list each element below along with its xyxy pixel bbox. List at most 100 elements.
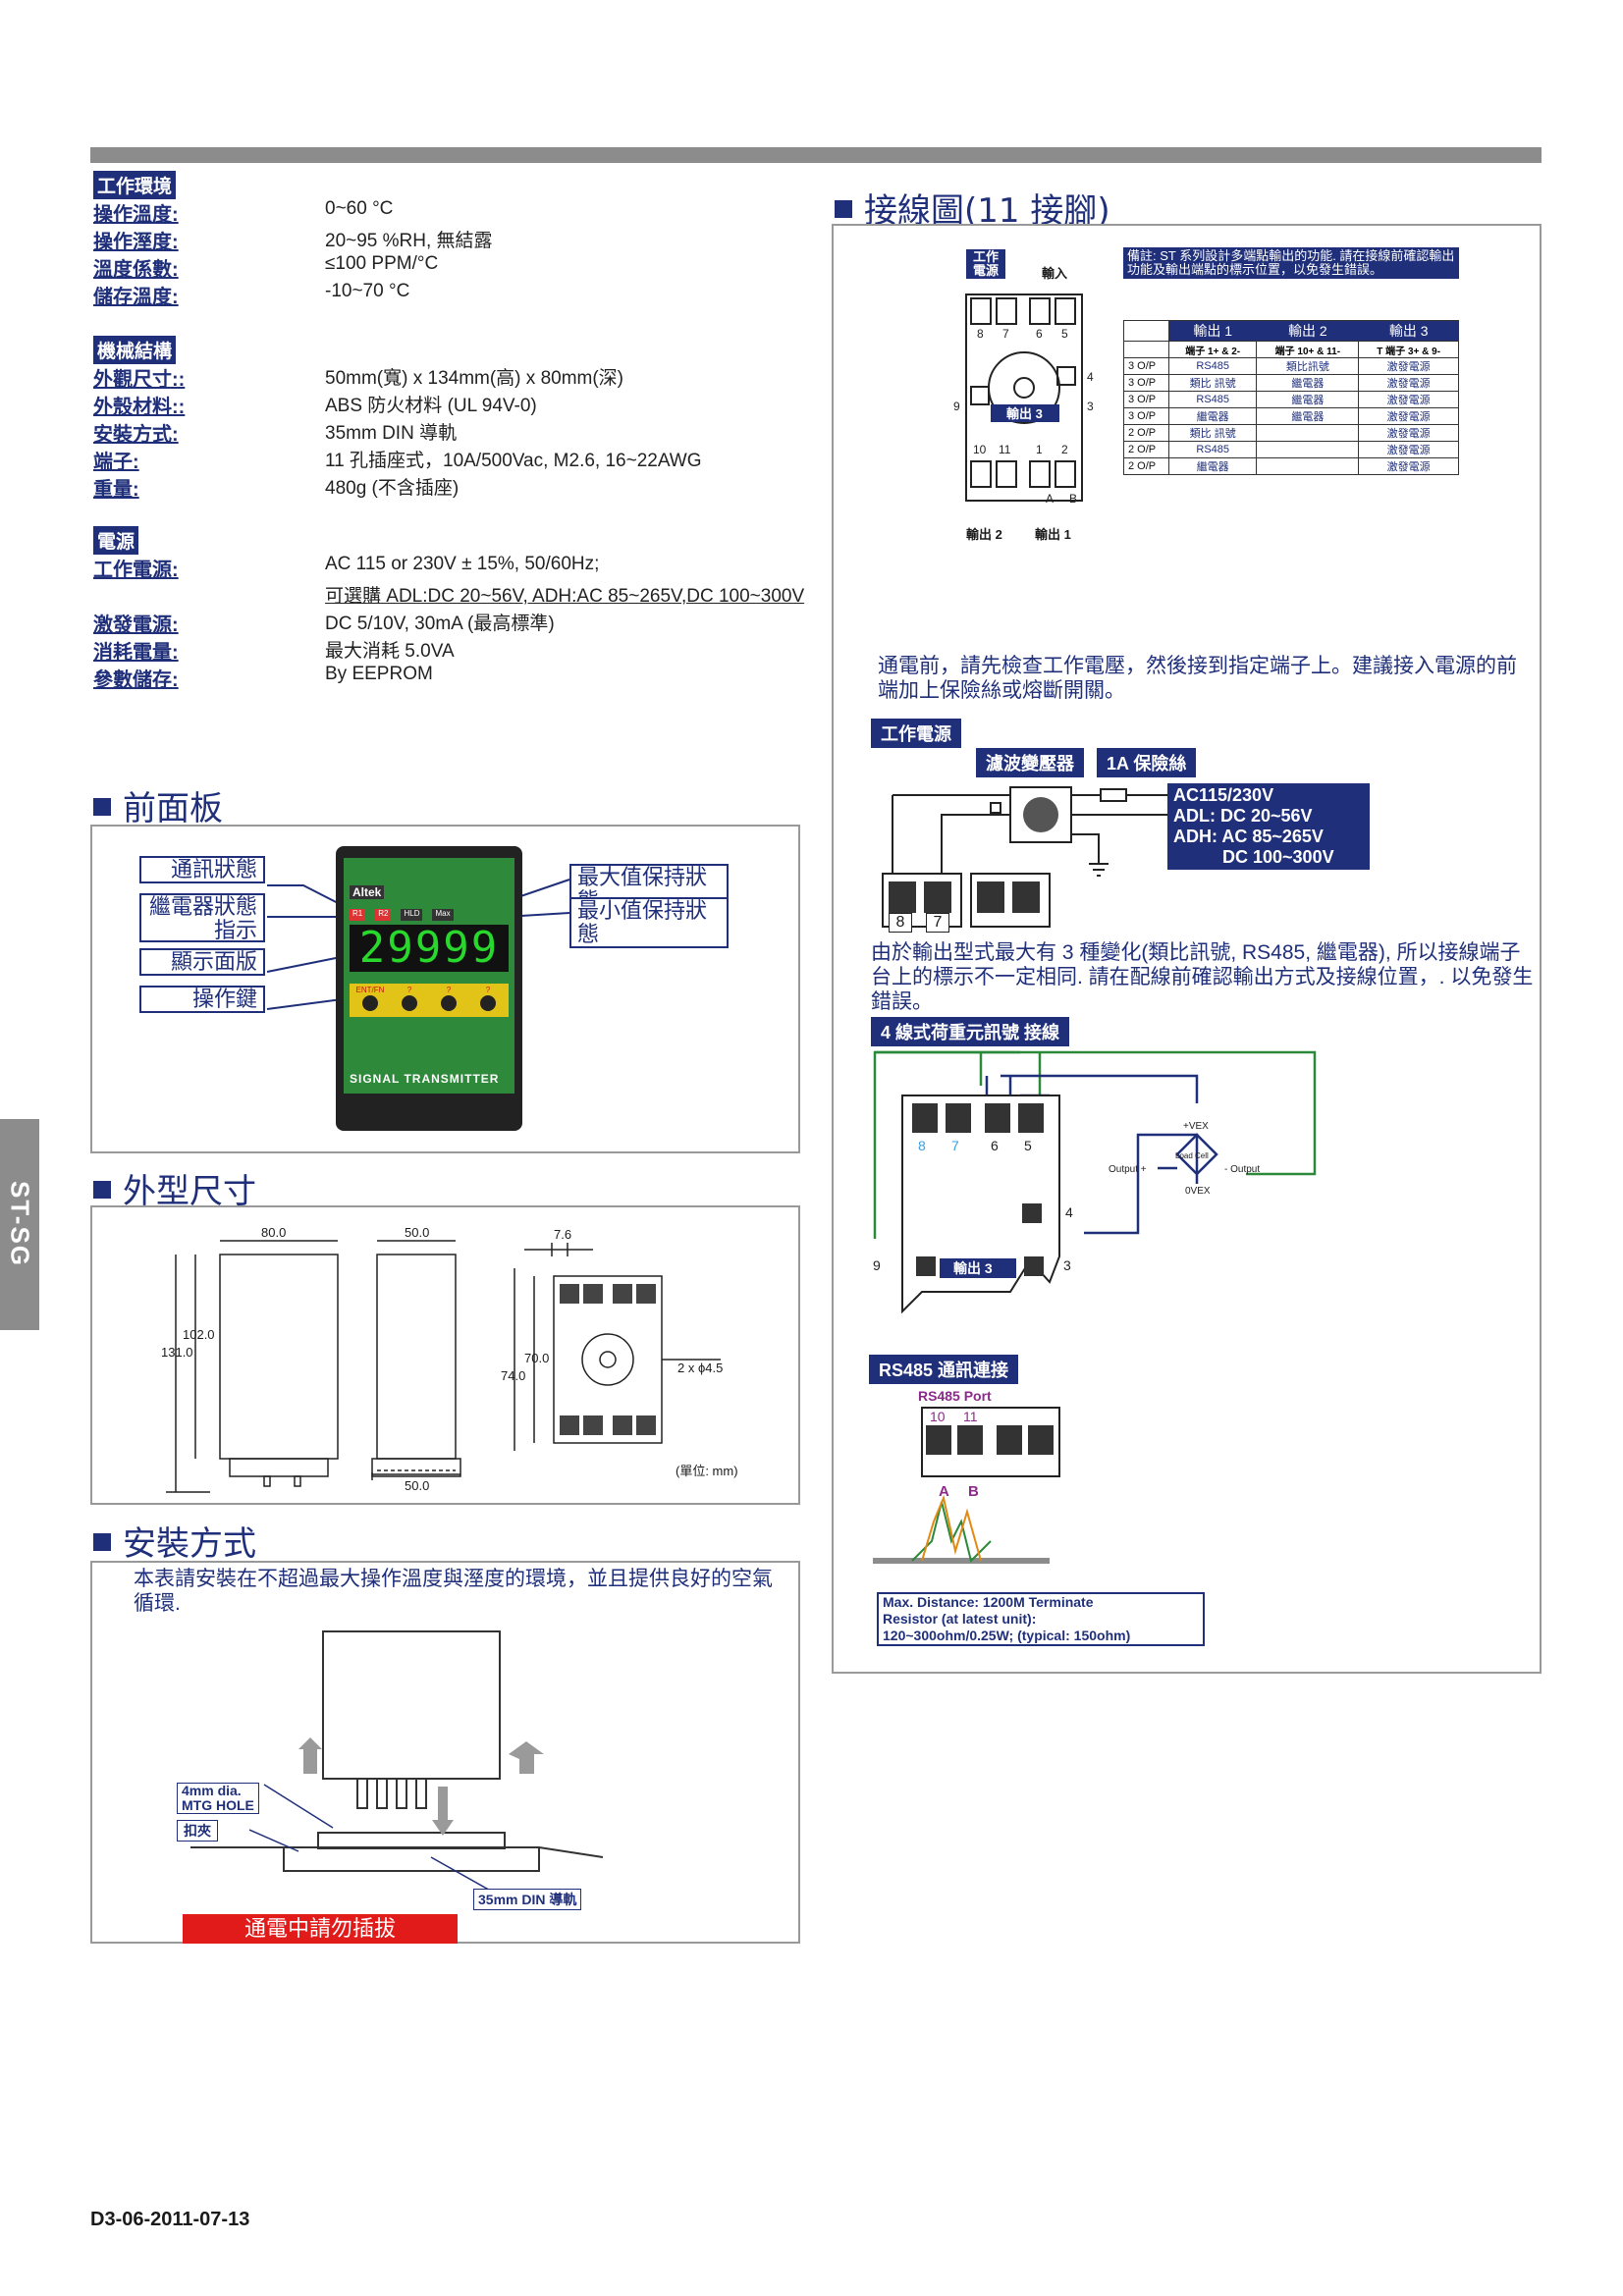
svg-text:A: A — [939, 1483, 949, 1500]
dim-131: 131.0 — [161, 1345, 193, 1360]
device-body: Altek R1 R2 HLD Max 29999 ENT/FN ? ? ? S… — [336, 846, 522, 1131]
spec-env-list: 操作溫度:0~60 °C 操作溼度:20~95 %RH, 無結露 溫度係數:≤1… — [93, 198, 493, 308]
svg-text:6: 6 — [991, 1138, 999, 1153]
label-input: 輸入 — [1042, 266, 1068, 281]
svg-text:10: 10 — [973, 443, 987, 456]
install-title: 安裝方式 — [93, 1517, 256, 1565]
dims-drawing: 80.0 50.0 102.0 131.0 50.0 7.6 70.0 74.0… — [161, 1225, 738, 1493]
output-text: 由於輸出型式最大有 3 種變化(類比訊號, RS485, 繼電器), 所以接線端… — [871, 941, 1534, 1013]
svg-text:10: 10 — [930, 1409, 946, 1424]
rs485-port-label: RS485 Port — [918, 1388, 992, 1404]
svg-text:4: 4 — [1087, 370, 1094, 384]
pre-power-text: 通電前，請先檢查工作電壓，然後接到指定端子上。建議接入電源的前端加上保險絲或熔斷… — [878, 655, 1517, 702]
dim-74: 74.0 — [501, 1368, 525, 1383]
svg-text:4: 4 — [1065, 1204, 1073, 1220]
dim-unit: (單位: mm) — [676, 1464, 738, 1478]
key-2[interactable]: ? — [393, 986, 426, 1015]
power-wiring-drawing — [882, 786, 1167, 928]
svg-text:Output +: Output + — [1109, 1164, 1147, 1175]
svg-text:1: 1 — [1036, 443, 1043, 456]
dim-50: 50.0 — [405, 1225, 429, 1240]
din-label: 35mm DIN 導軌 — [473, 1889, 582, 1910]
svg-text:0VEX: 0VEX — [1185, 1186, 1211, 1197]
callout-min-hold: 最小值保持狀態 — [569, 897, 729, 948]
rs485-drawing: A B 10 11 — [873, 1407, 1060, 1564]
led-hld: HLD — [401, 909, 423, 921]
svg-text:6: 6 — [1036, 327, 1043, 341]
install-box: 本表請安裝在不超過最大操作溫度與溼度的環境，並且提供良好的空氣循環. 4mm d… — [90, 1561, 800, 1944]
label-out3: 輸出 3 — [1006, 406, 1043, 421]
svg-text:+VEX: +VEX — [1183, 1121, 1209, 1132]
key-ent-fn[interactable]: ENT/FN — [353, 986, 387, 1015]
svg-text:3: 3 — [1087, 400, 1094, 413]
svg-text:3: 3 — [1063, 1257, 1071, 1273]
dims-box: 80.0 50.0 102.0 131.0 50.0 7.6 70.0 74.0… — [90, 1205, 800, 1505]
svg-text:2: 2 — [1061, 443, 1068, 456]
label-fuse: 1A 保險絲 — [1097, 748, 1197, 777]
led-r1: R1 — [350, 909, 366, 921]
device-bottom-label: SIGNAL TRANSMITTER — [350, 1072, 500, 1086]
hole-label: 4mm dia.MTG HOLE — [177, 1783, 259, 1814]
label-rs485: RS485 通訊連接 — [869, 1355, 1019, 1384]
svg-text:Load Cell: Load Cell — [1175, 1151, 1209, 1160]
label-filter: 濾波變壓器 — [976, 748, 1084, 777]
svg-text:11: 11 — [999, 443, 1011, 456]
dim-76: 7.6 — [554, 1227, 571, 1242]
spec-power-list: 工作電源:AC 115 or 230V ± 15%, 50/60Hz; 可選購 … — [93, 554, 805, 691]
label-out1: 輸出 1 — [1035, 527, 1071, 542]
install-drawing — [190, 1630, 604, 1902]
led-r2: R2 — [375, 909, 392, 921]
device-brand: Altek — [350, 885, 385, 899]
device-face: Altek R1 R2 HLD Max 29999 ENT/FN ? ? ? S… — [344, 858, 514, 1094]
max-distance-box: Max. Distance: 1200M Terminate Resistor … — [877, 1592, 1205, 1646]
spec-env-header: 工作環境 — [93, 171, 177, 199]
wiring-note: 備註: ST 系列設計多端點輸出的功能. 請在接線前確認輸出功能及輸出端點的標示… — [1123, 247, 1459, 279]
side-tab: ST-SG — [0, 1119, 39, 1330]
callout-relay-status: 繼電器狀態指示 — [139, 893, 265, 942]
dims-title: 外型尺寸 — [93, 1164, 256, 1212]
svg-text:A: A — [1046, 492, 1054, 506]
svg-text:B: B — [968, 1483, 979, 1500]
device-leds: R1 R2 HLD Max — [350, 909, 509, 921]
spec-mech-header: 機械結構 — [93, 336, 177, 364]
svg-text:7: 7 — [951, 1138, 959, 1153]
lc-out3-label: 輸出 3 — [953, 1260, 993, 1276]
wiring-box: 工作電源 輸入 輸出 3 8 7 6 5 10 11 1 2 4 9 3 A B — [832, 224, 1542, 1674]
spec-mech-list: 外觀尺寸::50mm(寬) x 134mm(高) x 80mm(深) 外殼材料:… — [93, 368, 702, 501]
top-bar — [90, 147, 1542, 163]
svg-text:11: 11 — [963, 1409, 978, 1424]
footer-code: D3-06-2011-07-13 — [90, 2209, 250, 2230]
pin-diagram: 輸出 3 8 7 6 5 10 11 1 2 4 9 3 A B — [953, 294, 1094, 506]
device-display: 29999 — [350, 925, 509, 972]
callout-display: 顯示面版 — [139, 948, 265, 976]
svg-text:5: 5 — [1024, 1138, 1032, 1153]
dim-80: 80.0 — [261, 1225, 286, 1240]
dim-50b: 50.0 — [405, 1478, 429, 1493]
clip-label: 扣夾 — [177, 1820, 218, 1842]
svg-text:5: 5 — [1061, 327, 1068, 341]
callout-comm-status: 通訊狀態 — [139, 856, 265, 883]
pin7: 7 — [926, 913, 949, 933]
svg-text:9: 9 — [953, 400, 960, 413]
loadcell-drawing: 輸出 3 8 7 6 5 4 9 3 +VEX 0VEX Output + - … — [873, 1050, 1317, 1314]
svg-text:B: B — [1069, 492, 1077, 506]
svg-text:8: 8 — [918, 1138, 926, 1153]
device-keypad: ENT/FN ? ? ? — [350, 984, 509, 1017]
label-power-in: 工作電源 — [966, 249, 1005, 279]
svg-text:7: 7 — [1002, 327, 1009, 341]
pin8: 8 — [889, 913, 912, 933]
callout-keys: 操作鍵 — [139, 986, 265, 1013]
warning-label: 通電中請勿插拔 — [183, 1914, 458, 1944]
dim-70: 70.0 — [524, 1351, 549, 1365]
svg-text:- Output: - Output — [1224, 1164, 1260, 1175]
label-loadcell: 4 線式荷重元訊號 接線 — [871, 1017, 1070, 1046]
dim-102: 102.0 — [183, 1327, 215, 1342]
spec-power-header: 電源 — [93, 526, 139, 555]
key-4[interactable]: ? — [471, 986, 505, 1015]
install-text: 本表請安裝在不超過最大操作溫度與溼度的環境，並且提供良好的空氣循環. — [134, 1568, 773, 1615]
label-out2: 輸出 2 — [966, 527, 1002, 542]
label-power: 工作電源 — [871, 719, 961, 748]
key-3[interactable]: ? — [432, 986, 465, 1015]
